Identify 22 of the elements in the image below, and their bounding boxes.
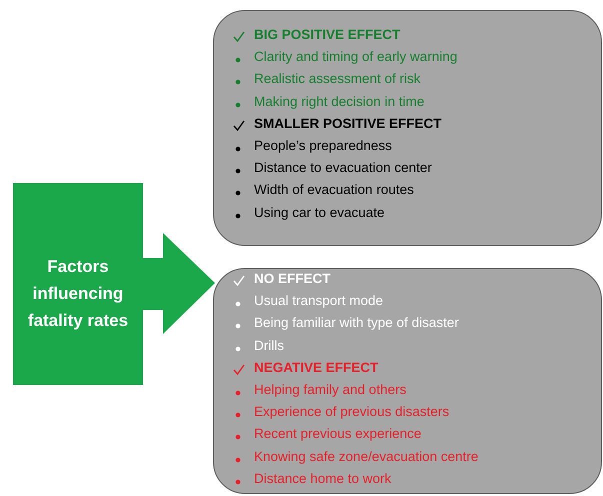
list-item: Recent previous experience (254, 425, 422, 444)
arrow-label: Factors influencing fatality rates (26, 256, 130, 332)
section-heading: NEGATIVE EFFECT (254, 358, 378, 377)
section-heading: SMALLER POSITIVE EFFECT (254, 114, 442, 133)
list-item: Distance to evacuation center (254, 159, 432, 178)
list-item: Realistic assessment of risk (254, 70, 421, 88)
list-item: Being familiar with type of disaster (254, 314, 459, 332)
list-item: Experience of previous disasters (254, 403, 450, 422)
list-item: Knowing safe zone/evacuation centre (254, 448, 478, 466)
list-item: Using car to evacuate (254, 204, 385, 222)
section-heading: BIG POSITIVE EFFECT (254, 26, 400, 44)
list-item: Making right decision in time (254, 92, 424, 111)
list-item: Drills (254, 336, 284, 355)
list-item: Usual transport mode (254, 292, 384, 310)
category-panel (213, 268, 602, 494)
list-item: Distance home to work (254, 470, 392, 488)
category-panel (213, 10, 602, 246)
list-item: Helping family and others (254, 380, 406, 399)
list-item: Width of evacuation routes (254, 181, 414, 200)
section-heading: NO EFFECT (254, 270, 330, 288)
list-item: People’s preparedness (254, 136, 392, 155)
list-item: Clarity and timing of early warning (254, 48, 458, 66)
